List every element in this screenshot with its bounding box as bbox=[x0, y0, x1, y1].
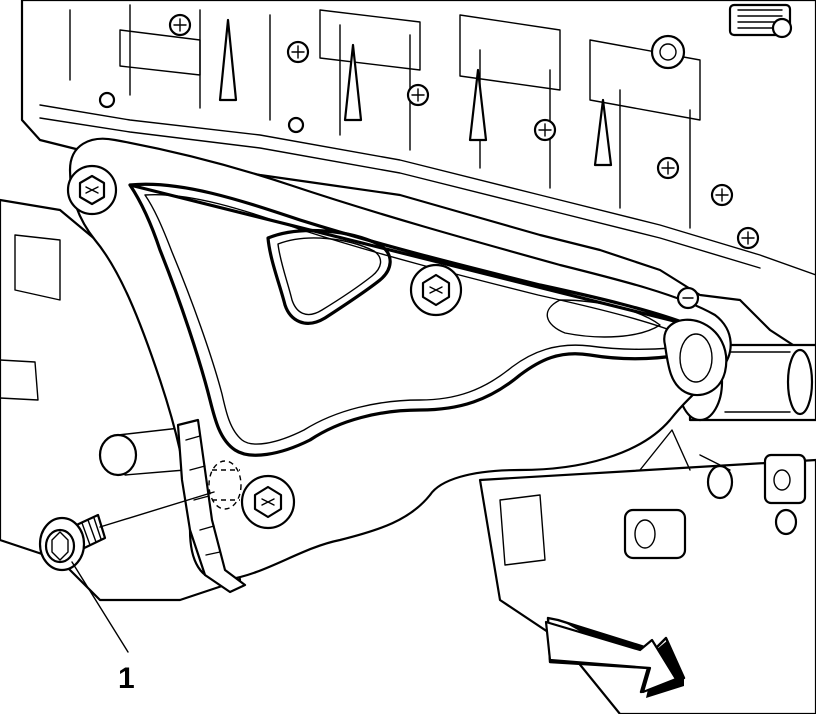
manifold-bolt-top-left bbox=[66, 164, 118, 216]
removed-bolt bbox=[38, 491, 215, 572]
exhaust-manifold bbox=[68, 137, 732, 582]
manifold-bolt-right bbox=[676, 286, 700, 310]
direction-arrow bbox=[544, 616, 686, 698]
engine-block bbox=[0, 198, 816, 714]
callout-label-1: 1 bbox=[118, 662, 135, 695]
manifold-bolt-center bbox=[409, 263, 463, 317]
callout-1: 1 bbox=[71, 561, 135, 695]
head-bolts bbox=[98, 13, 793, 250]
manifold-bolt-bottom bbox=[240, 474, 296, 530]
heat-shield-bracket bbox=[176, 418, 247, 594]
